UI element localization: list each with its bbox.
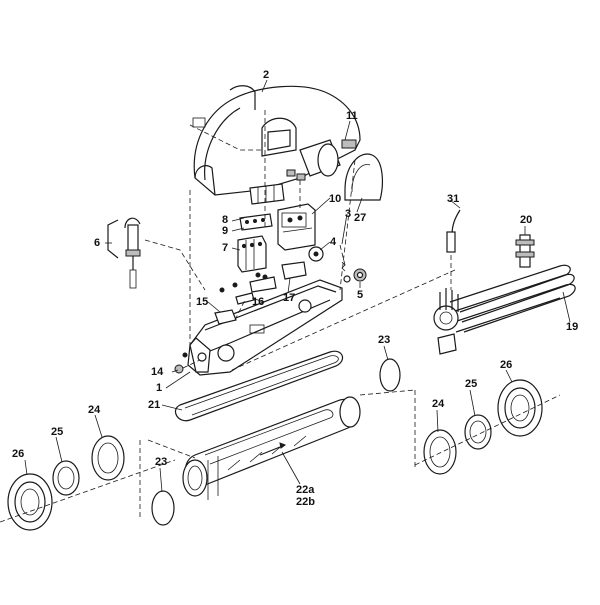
part-15-clip: [214, 309, 237, 325]
part-11-window: [286, 139, 357, 181]
callout-17: 17: [283, 292, 296, 304]
callout-23-left: 23: [155, 456, 168, 468]
part-1-base: [187, 279, 343, 376]
left-union-fittings: [0, 435, 176, 531]
callout-22b: 22b: [296, 496, 315, 508]
right-union-fittings: [414, 379, 561, 475]
callout-2: 2: [263, 69, 270, 81]
part-6-probe: [107, 217, 206, 291]
screws: [182, 272, 268, 358]
callout-31: 31: [447, 193, 460, 205]
part-20-connector: [515, 234, 535, 268]
callout-23-top: 23: [378, 334, 391, 346]
callout-10: 10: [329, 193, 342, 205]
callout-26-left: 26: [12, 448, 25, 460]
part-7-terminal-block: [237, 235, 267, 273]
part-22-tube: [182, 396, 361, 500]
callout-26-right: 26: [500, 359, 513, 371]
callout-11: 11: [346, 110, 358, 122]
part-4-knob: [308, 246, 324, 262]
callout-21: 21: [148, 399, 161, 411]
part-21-gasket: [175, 350, 344, 422]
callout-25-right: 25: [465, 378, 478, 390]
part-10-contactor: [277, 203, 316, 251]
callout-24-right: 24: [432, 398, 445, 410]
part-3-spring: [339, 244, 346, 272]
callout-5: 5: [357, 289, 364, 301]
callout-8: 8: [222, 214, 229, 226]
callout-14: 14: [151, 366, 164, 378]
callout-25-left: 25: [51, 426, 64, 438]
part-2-cover: [189, 85, 361, 196]
part-14-screw: [174, 359, 201, 374]
part-23-orings: [151, 358, 401, 526]
part-16-clip: [235, 292, 255, 305]
callout-3: 3: [345, 208, 352, 220]
callout-4: 4: [330, 236, 337, 248]
part-8-9-relays: [239, 183, 285, 231]
callout-22a: 22a: [296, 484, 315, 496]
callout-15: 15: [196, 296, 209, 308]
callout-6: 6: [94, 237, 101, 249]
callout-24-left: 24: [88, 404, 101, 416]
callout-7: 7: [222, 242, 229, 254]
part-27-lens: [344, 153, 383, 201]
assembly-lines: [139, 110, 456, 520]
part-31-sensor: [446, 209, 461, 290]
leader-lines: [24, 79, 571, 493]
callout-27: 27: [354, 212, 367, 224]
callout-19: 19: [566, 321, 579, 333]
callout-1: 1: [156, 382, 163, 394]
callout-20: 20: [520, 214, 533, 226]
callout-16: 16: [252, 296, 265, 308]
part-19-heating-element: [433, 264, 576, 355]
callout-9: 9: [222, 225, 229, 237]
part-5-nut: [343, 268, 367, 283]
